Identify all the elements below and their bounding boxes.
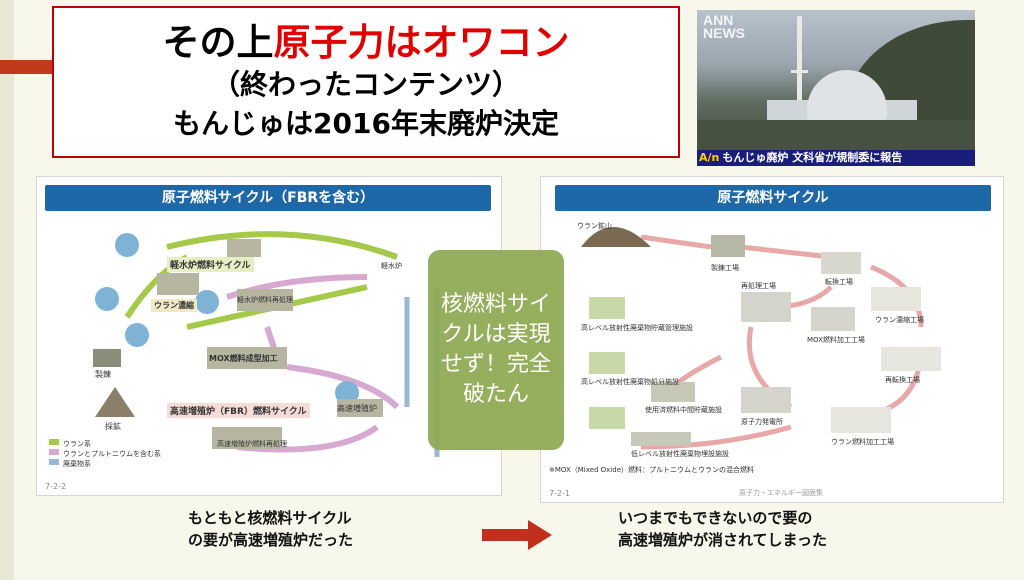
hlw-storage-label: 高レベル放射性廃棄物貯蔵管理施設 xyxy=(581,324,693,332)
conversion-label: 転換工場 xyxy=(825,278,853,286)
title-prefix: その上 xyxy=(162,21,274,64)
caption-right-line-2: 高速増殖炉が消されてしまった xyxy=(618,531,827,549)
right-diagram-source: 原子力・エネルギー図面集 xyxy=(739,489,823,497)
conclusion-overlay: 核燃料サイクルは実現せず！完全破たん xyxy=(428,250,564,450)
legend-waste: 廃棄物系 xyxy=(63,460,91,468)
caption-left-line-2: の要が高速増殖炉だった xyxy=(188,531,354,549)
title-line-2: （終わったコンテンツ） xyxy=(211,68,520,101)
fuel-fab-label: ウラン燃料加工工場 xyxy=(831,438,894,446)
legend-mox: ウランとプルトニウムを含む系 xyxy=(63,450,161,458)
caption-left-line-1: もともと核燃料サイクル xyxy=(188,509,352,527)
left-diagram-footer: 7-2-2 xyxy=(45,482,67,491)
lwr-cycle-label: 軽水炉燃料サイクル xyxy=(167,257,254,272)
fuel-cycle-diagram-fbr: 原子燃料サイクル（FBRを含む） 軽水炉燃料サイクル ウラン濃縮 軽水炉燃料再処… xyxy=(36,176,502,496)
ann-logo-icon: A/n xyxy=(699,151,720,164)
news-tower-arm xyxy=(791,70,808,73)
right-diagram-header: 原子燃料サイクル xyxy=(555,185,991,211)
legend-uranium: ウラン系 xyxy=(63,440,91,448)
lwr-reprocess-label: 軽水炉燃料再処理 xyxy=(237,296,293,304)
left-diagram-header: 原子燃料サイクル（FBRを含む） xyxy=(45,185,491,211)
reprocessing-label: 再処理工場 xyxy=(741,282,776,290)
fuel-cycle-diagram: 原子燃料サイクル ウラン鉱山 製錬工場 転換工場 ウラン濃縮工場 再転換工場 ウ… xyxy=(540,176,1004,503)
conclusion-text: 核燃料サイクルは実現せず！完全破たん xyxy=(440,292,551,407)
left-diagram-graphic xyxy=(49,231,440,465)
fbr-reprocess-label: 高速増殖炉燃料再処理 xyxy=(217,440,287,448)
news-caption-text: もんじゅ廃炉 文科省が規制委に報告 xyxy=(722,151,903,164)
slide-accent-bar xyxy=(0,60,62,74)
caption-left: もともと核燃料サイクル の要が高速増殖炉だった xyxy=(188,507,353,551)
mox-note: ※MOX（Mixed Oxide）燃料：プルトニウムとウランの混合燃料 xyxy=(549,466,754,474)
fbr-cycle-label: 高速増殖炉（FBR）燃料サイクル xyxy=(167,403,310,418)
title-line-1: その上原子力はオワコン xyxy=(163,20,570,66)
ann-news-watermark: ANN NEWS xyxy=(703,12,745,41)
title-highlight: 原子力はオワコン xyxy=(273,21,570,64)
refining-plant-label: 製錬工場 xyxy=(711,264,739,272)
lwr-label: 軽水炉 xyxy=(381,262,402,270)
right-arrow-icon xyxy=(482,520,552,550)
uranium-enrich-label: ウラン濃縮 xyxy=(151,299,197,312)
title-line-3: もんじゅは2016年末廃炉決定 xyxy=(173,107,559,140)
fbr-label: 高速増殖炉 xyxy=(337,404,377,413)
right-diagram-graphic xyxy=(581,227,941,450)
reactor-label: 原子力発電所 xyxy=(741,418,783,426)
news-tower xyxy=(797,16,802,116)
caption-right-line-1: いつまでもできないので要の xyxy=(618,509,813,527)
llw-label: 低レベル放射性廃棄物埋設施設 xyxy=(631,450,729,458)
interim-storage-label: 使用済燃料中間貯蔵施設 xyxy=(645,406,722,414)
mox-fab-label: MOX燃料成型加工 xyxy=(209,354,278,363)
refining-label: 製錬 xyxy=(95,370,111,379)
reconversion-label: 再転換工場 xyxy=(885,376,920,384)
right-diagram-footer: 7-2-1 xyxy=(549,489,571,498)
enrichment-label: ウラン濃縮工場 xyxy=(875,316,924,324)
caption-right: いつまでもできないので要の 高速増殖炉が消されてしまった xyxy=(618,507,827,551)
mox-fab-plant-label: MOX燃料加工工場 xyxy=(807,336,865,344)
mine-label: ウラン鉱山 xyxy=(577,222,612,230)
hlw-disposal-label: 高レベル放射性廃棄物処分施設 xyxy=(581,378,679,386)
title-box: その上原子力はオワコン （終わったコンテンツ） もんじゅは2016年末廃炉決定 xyxy=(52,6,680,158)
mining-label: 採鉱 xyxy=(105,422,121,431)
slide-left-stripe xyxy=(0,0,14,580)
